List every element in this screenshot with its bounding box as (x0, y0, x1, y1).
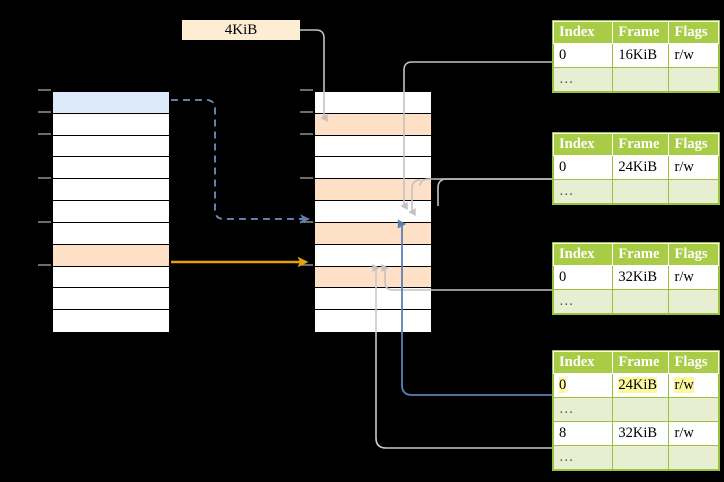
page-size-label: 4KiB (182, 20, 300, 40)
table-cell (612, 289, 670, 314)
table-cell: … (552, 289, 614, 314)
left-table-tick-marks (38, 89, 51, 266)
table-cell: r/w (668, 421, 719, 446)
column-header-index: Index (552, 351, 614, 374)
column-header-frame: Frame (612, 243, 670, 266)
memory-row (53, 157, 169, 180)
memory-row (315, 92, 431, 114)
table-cell: 24KiB (612, 373, 670, 398)
table-cell (668, 397, 719, 422)
highlighted-value: 0 (559, 377, 567, 393)
column-header-index: Index (552, 133, 614, 156)
memory-row (315, 157, 431, 180)
memory-row (53, 266, 169, 289)
connector-virtual-page-to-frame-dashed (171, 99, 310, 224)
table-cell (612, 397, 670, 422)
table-cell: 8 (552, 421, 614, 446)
memory-row (53, 201, 169, 223)
table-cell (668, 179, 719, 204)
table-cell: 32KiB (612, 265, 670, 290)
table-cell (612, 67, 670, 92)
memory-row (315, 244, 431, 267)
column-header-frame: Frame (612, 133, 670, 156)
memory-row (315, 310, 431, 332)
highlighted-value: r/w (674, 377, 694, 393)
table-row-ellipsis: … (552, 67, 719, 92)
memory-row (53, 310, 169, 332)
table-cell: 0 (552, 155, 614, 180)
virtual-address-space-table (51, 90, 171, 332)
table-row-ellipsis: … (552, 179, 719, 204)
table-cell: r/w (668, 155, 719, 180)
table-row-ellipsis: … (552, 397, 719, 422)
table-cell: … (552, 67, 614, 92)
table-cell: 0 (552, 43, 614, 68)
memory-row (53, 92, 169, 114)
table-cell: 32KiB (612, 421, 670, 446)
memory-row (315, 222, 431, 245)
column-header-flags: Flags (668, 243, 719, 266)
column-header-index: Index (552, 21, 614, 44)
table-cell (612, 179, 670, 204)
table-cell: … (552, 179, 614, 204)
column-header-flags: Flags (668, 351, 719, 374)
connector-pt2-seg (437, 178, 552, 206)
table-cell (668, 289, 719, 314)
table-cell: r/w (668, 373, 719, 398)
memory-row (315, 288, 431, 311)
connector-pt2-lead (419, 178, 552, 187)
highlighted-value: 24KiB (618, 377, 658, 393)
table-row-ellipsis: … (552, 445, 719, 470)
memory-row (315, 266, 431, 289)
table-cell: … (552, 445, 614, 470)
table-cell: 16KiB (612, 43, 670, 68)
table-cell: r/w (668, 265, 719, 290)
memory-row (315, 135, 431, 158)
memory-row (315, 179, 431, 202)
memory-row (53, 135, 169, 158)
memory-row (315, 201, 431, 223)
memory-row (53, 288, 169, 311)
memory-row (53, 179, 169, 202)
column-header-flags: Flags (668, 133, 719, 156)
table-cell: 0 (552, 265, 614, 290)
memory-row (315, 113, 431, 136)
memory-row (53, 113, 169, 136)
column-header-frame: Frame (612, 21, 670, 44)
table-cell: 24KiB (612, 155, 670, 180)
table-cell (612, 445, 670, 470)
physical-memory-table (313, 90, 433, 332)
table-row: 0 24KiB r/w (552, 373, 719, 398)
table-row-ellipsis: … (552, 289, 719, 314)
middle-table-tick-marks (300, 89, 313, 266)
column-header-flags: Flags (668, 21, 719, 44)
column-header-frame: Frame (612, 351, 670, 374)
table-cell: … (552, 397, 614, 422)
table-cell (668, 67, 719, 92)
memory-row (53, 222, 169, 245)
table-cell (668, 445, 719, 470)
table-cell: 0 (552, 373, 614, 398)
memory-row (53, 244, 169, 267)
table-cell: r/w (668, 43, 719, 68)
column-header-index: Index (552, 243, 614, 266)
